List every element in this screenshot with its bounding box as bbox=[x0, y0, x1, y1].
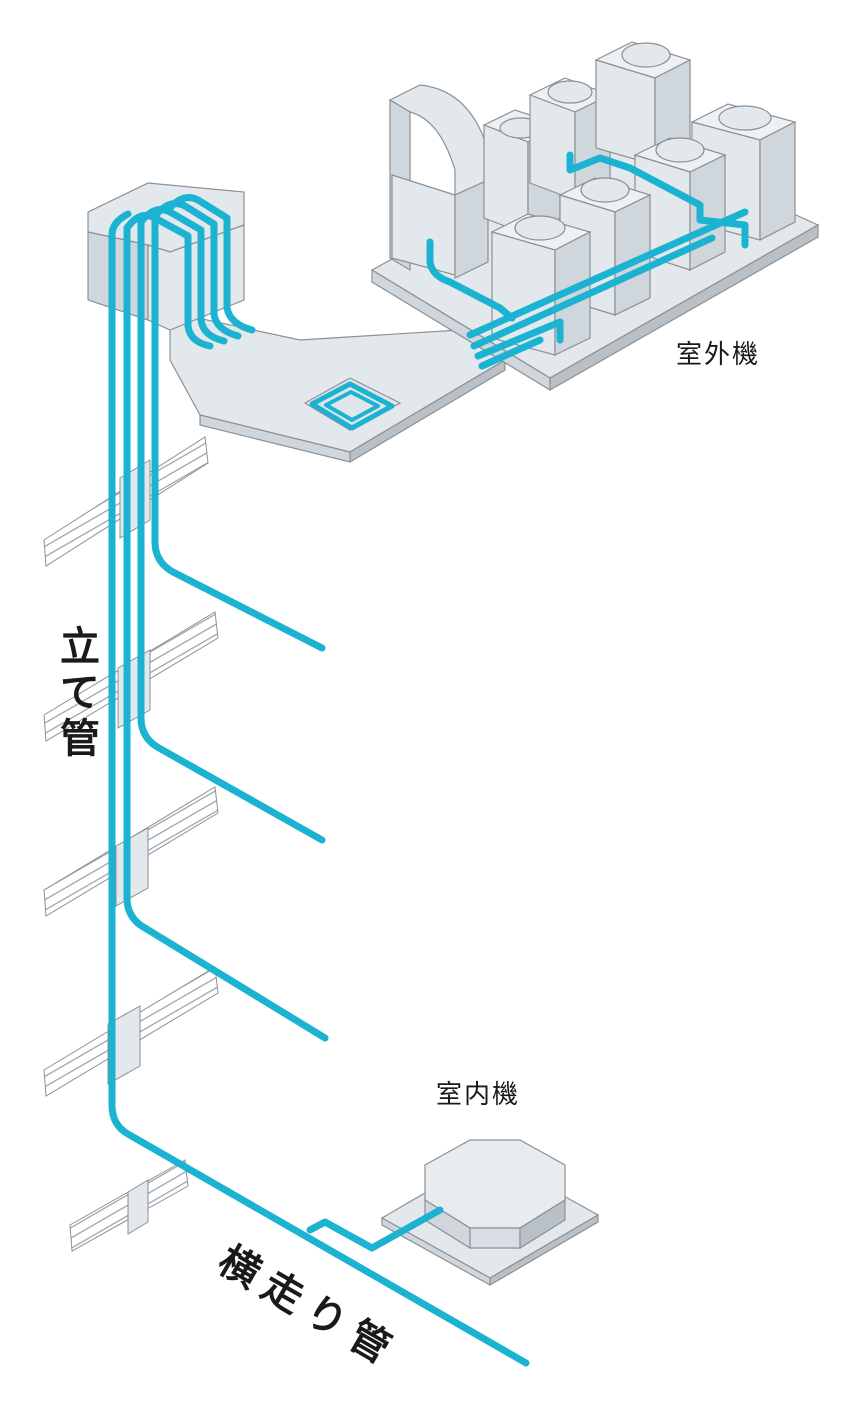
roof-pipe bbox=[324, 390, 380, 422]
refrigerant-piping bbox=[108, 151, 749, 1367]
roof-pipe bbox=[151, 200, 242, 340]
roof-pipe bbox=[164, 194, 256, 334]
roof-pipe bbox=[309, 381, 395, 431]
roof-pipe bbox=[566, 151, 704, 224]
floor-slab bbox=[43, 786, 219, 917]
roof-pipe bbox=[696, 216, 749, 249]
indoor-unit-label: 室内機 bbox=[436, 1080, 521, 1110]
roof-pipe bbox=[474, 318, 564, 360]
floor-slab bbox=[43, 966, 219, 1097]
riser-pipe bbox=[108, 210, 132, 239]
roof-pipe bbox=[466, 208, 749, 339]
roof-pipe bbox=[478, 336, 544, 370]
riser-pipe bbox=[137, 218, 326, 844]
floor-slab bbox=[69, 1159, 189, 1252]
riser-pipe bbox=[151, 212, 326, 652]
roof-pipe-chase bbox=[87, 182, 507, 464]
floor-slabs bbox=[43, 436, 219, 1252]
riser-pipe-label: 立て管 bbox=[53, 625, 99, 763]
indoor-unit bbox=[380, 1139, 600, 1287]
outdoor-unit bbox=[528, 77, 612, 201]
riser-pipe-main bbox=[108, 231, 530, 1367]
duct-elbow bbox=[388, 84, 489, 279]
roof-pipe bbox=[426, 238, 516, 322]
outdoor-unit bbox=[490, 213, 592, 356]
horizontal-pipe-branch bbox=[306, 1206, 444, 1252]
roof-pipe bbox=[470, 234, 716, 350]
roof-pipe bbox=[137, 206, 228, 345]
outdoor-unit-label: 室外機 bbox=[676, 340, 761, 370]
roof-pipe bbox=[123, 212, 214, 350]
riser-pipe bbox=[123, 224, 329, 1042]
